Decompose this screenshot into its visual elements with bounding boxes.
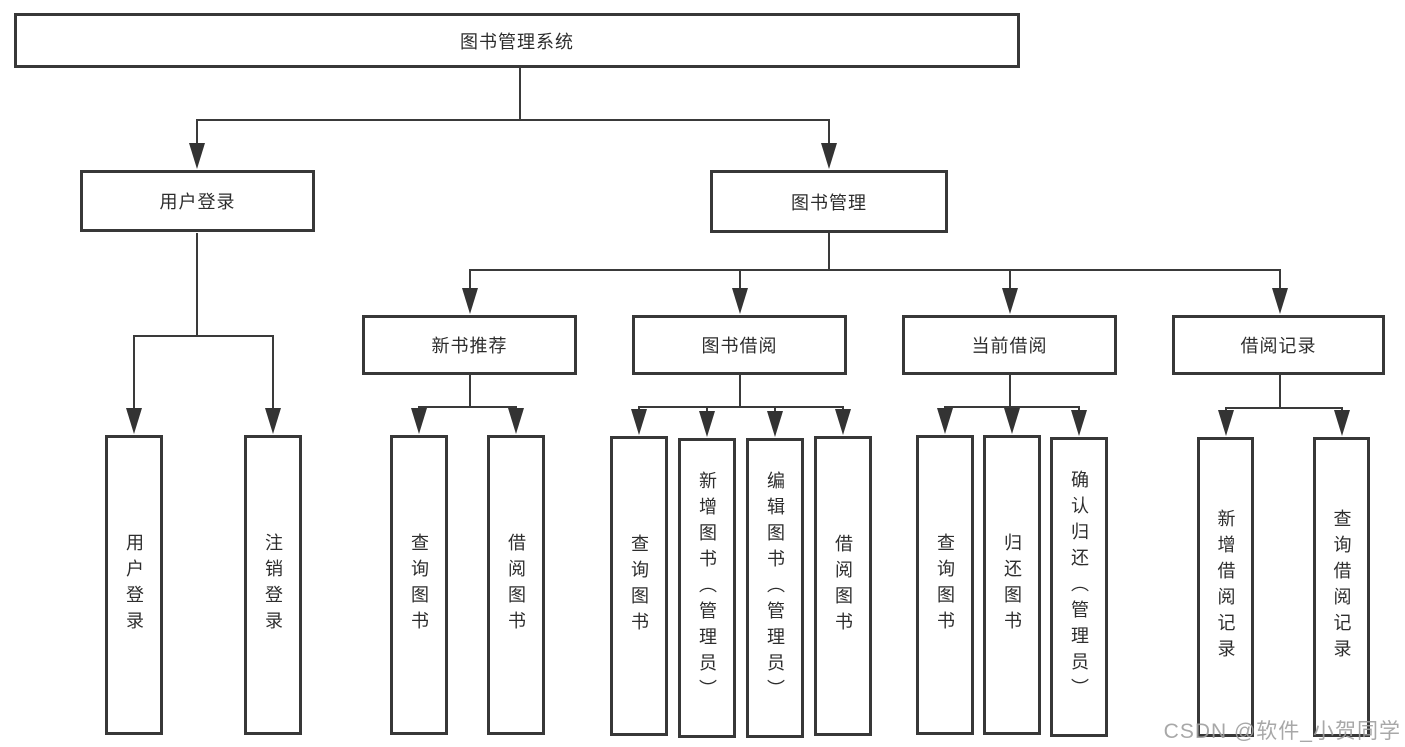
connector-line (1078, 407, 1080, 412)
connector-line (133, 336, 135, 410)
arrowhead-icon (699, 411, 715, 437)
leaf-label: 查询图书 (409, 533, 429, 637)
leaf-return-books: 归还图书 (983, 435, 1041, 735)
connector-line (774, 407, 776, 413)
arrowhead-icon (732, 288, 748, 314)
connector-line (418, 406, 517, 408)
leaf-user-login: 用户登录 (105, 435, 163, 735)
leaf-query-borrow-record: 查询借阅记录 (1313, 437, 1370, 737)
leaf-label: 新增图书（管理员） (697, 471, 717, 705)
leaf-logout: 注销登录 (244, 435, 302, 735)
connector-line (469, 375, 471, 408)
node-book-management: 图书管理 (710, 170, 948, 233)
connector-line (1279, 270, 1281, 290)
connector-line (706, 407, 708, 413)
leaf-label: 借阅图书 (833, 534, 853, 638)
node-borrowing-records: 借阅记录 (1172, 315, 1385, 375)
arrowhead-icon (821, 143, 837, 169)
connector-line (196, 120, 198, 145)
arrowhead-icon (462, 288, 478, 314)
arrowhead-icon (411, 408, 427, 434)
connector-line (1009, 375, 1011, 408)
connector-line (739, 270, 741, 290)
leaf-label: 用户登录 (124, 533, 144, 637)
node-label: 用户登录 (159, 192, 236, 212)
leaf-label: 查询借阅记录 (1331, 509, 1352, 665)
node-label: 图书管理系统 (460, 31, 574, 52)
arrowhead-icon (1272, 288, 1288, 314)
node-label: 新书推荐 (431, 336, 508, 356)
connector-line (1225, 407, 1343, 409)
connector-line (196, 233, 198, 337)
node-new-book-recommend: 新书推荐 (362, 315, 577, 375)
node-label: 图书管理 (791, 192, 867, 213)
arrowhead-icon (1218, 410, 1234, 436)
leaf-borrow-books: 借阅图书 (487, 435, 545, 735)
connector-line (828, 233, 830, 271)
leaf-label: 确认归还（管理员） (1069, 470, 1089, 704)
arrowhead-icon (189, 143, 205, 169)
arrowhead-icon (1002, 288, 1018, 314)
leaf-confirm-return-admin: 确认归还（管理员） (1050, 437, 1108, 737)
connector-line (828, 120, 830, 145)
leaf-label: 编辑图书（管理员） (765, 471, 785, 705)
leaf-query-books: 查询图书 (916, 435, 974, 735)
node-label: 借阅记录 (1240, 336, 1317, 356)
arrowhead-icon (631, 409, 647, 435)
leaf-label: 借阅图书 (506, 533, 526, 637)
arrowhead-icon (265, 408, 281, 434)
arrowhead-icon (937, 408, 953, 434)
leaf-add-borrow-record: 新增借阅记录 (1197, 437, 1254, 737)
node-label: 图书借阅 (701, 336, 778, 356)
csdn-watermark: CSDN @软件_小贺同学 (1163, 720, 1401, 743)
arrowhead-icon (767, 411, 783, 437)
connector-line (469, 270, 471, 290)
leaf-label: 查询图书 (629, 534, 649, 638)
leaf-edit-books-admin: 编辑图书（管理员） (746, 438, 804, 738)
arrowhead-icon (835, 409, 851, 435)
node-book-borrowing: 图书借阅 (632, 315, 847, 375)
arrowhead-icon (508, 408, 524, 434)
leaf-add-books-admin: 新增图书（管理员） (678, 438, 736, 738)
leaf-borrow-books: 借阅图书 (814, 436, 872, 736)
node-library-management-system: 图书管理系统 (14, 13, 1020, 68)
leaf-label: 查询图书 (935, 533, 955, 637)
connector-line (1279, 375, 1281, 409)
leaf-label: 注销登录 (263, 533, 283, 637)
connector-line (196, 119, 830, 121)
arrowhead-icon (1334, 410, 1350, 436)
leaf-label: 新增借阅记录 (1215, 509, 1236, 665)
arrowhead-icon (1004, 408, 1020, 434)
leaf-query-books: 查询图书 (390, 435, 448, 735)
connector-line (272, 336, 274, 410)
connector-line (638, 406, 844, 408)
node-current-borrowing: 当前借阅 (902, 315, 1117, 375)
connector-line (739, 375, 741, 408)
node-user-login: 用户登录 (80, 170, 315, 232)
arrowhead-icon (1071, 410, 1087, 436)
connector-line (519, 68, 521, 121)
connector-line (133, 335, 274, 337)
leaf-label: 归还图书 (1002, 533, 1022, 637)
node-label: 当前借阅 (971, 336, 1048, 356)
leaf-query-books: 查询图书 (610, 436, 668, 736)
arrowhead-icon (126, 408, 142, 434)
connector-line (469, 269, 1281, 271)
connector-line (1009, 270, 1011, 290)
